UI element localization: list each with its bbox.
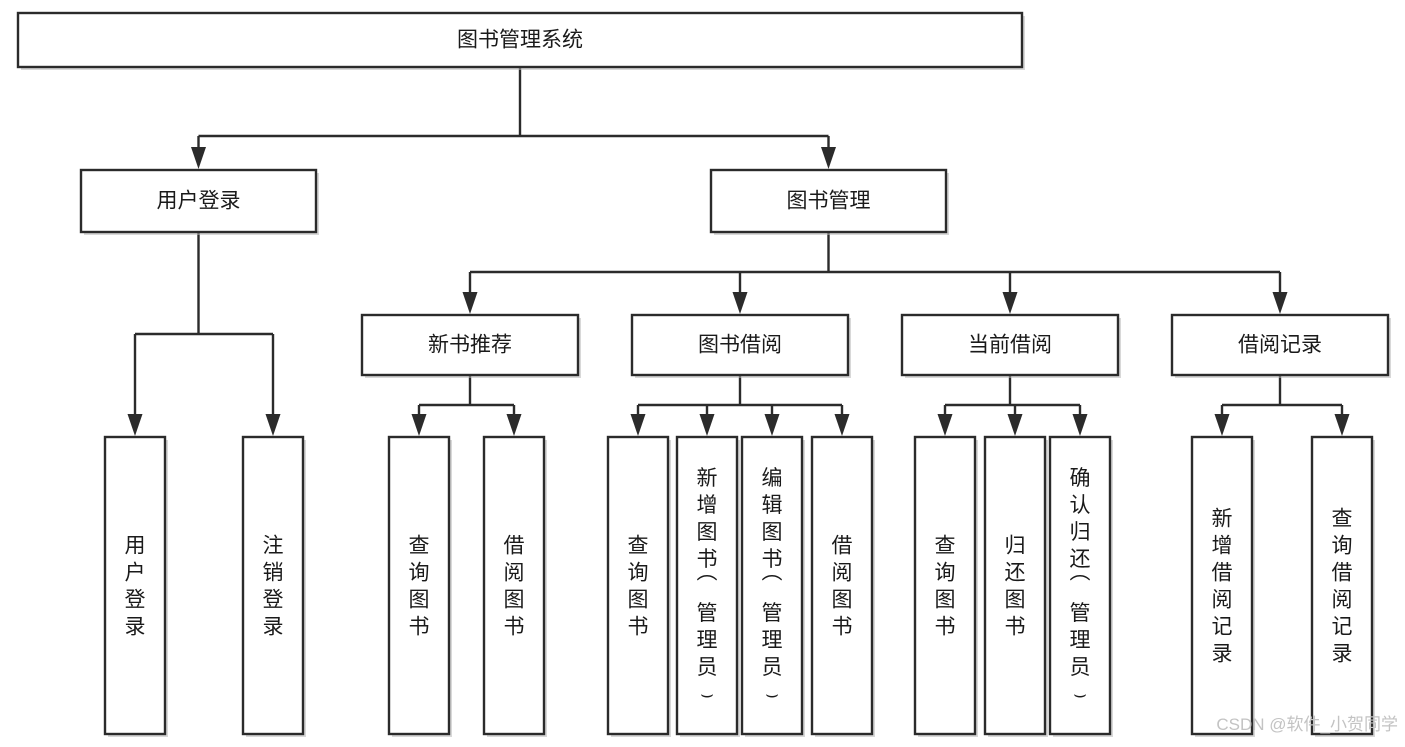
node-rect[interactable]: [387, 435, 451, 736]
arrow-head-icon: [1007, 414, 1023, 436]
arrow-head-icon: [1002, 292, 1018, 314]
arrow-head-icon: [699, 414, 715, 436]
node-root[interactable]: 图书管理系统: [16, 11, 1025, 70]
node-label: 查询图书: [409, 535, 430, 639]
arrow-head-icon: [506, 414, 522, 436]
arrow-head-icon: [1072, 414, 1088, 436]
node-label: 用户登录: [157, 190, 241, 213]
arrow-head-icon: [265, 414, 281, 436]
node-leaf-borrow-book-1[interactable]: 借阅图书: [482, 435, 547, 737]
arrow-head-icon: [1334, 414, 1350, 436]
node-leaf-query-record[interactable]: 查询借阅记录: [1310, 435, 1375, 737]
node-leaf-query-book-2[interactable]: 查询图书: [606, 435, 671, 737]
node-leaf-user-logout[interactable]: 注销登录: [241, 435, 306, 737]
node-label: 注销登录: [263, 535, 284, 639]
node-leaf-query-book-1[interactable]: 查询图书: [387, 435, 452, 737]
node-rect[interactable]: [360, 313, 580, 377]
node-label: 新书推荐: [428, 334, 512, 357]
node-label: 确认归还⌒管理员⌣: [1070, 467, 1091, 706]
arrow-head-icon: [127, 414, 143, 436]
node-borrow-record[interactable]: 借阅记录: [1170, 313, 1391, 378]
connector-group-new-book-recommend: [411, 375, 522, 436]
node-rect[interactable]: [675, 435, 739, 736]
connector-group-root: [191, 67, 836, 169]
node-leaf-add-book[interactable]: 新增图书⌒管理员⌣: [675, 435, 740, 737]
node-label: 图书借阅: [698, 334, 782, 357]
node-label: 查询图书: [628, 535, 649, 639]
node-label: 查询借阅记录: [1332, 508, 1353, 666]
node-rect[interactable]: [482, 435, 546, 736]
node-rect[interactable]: [740, 435, 804, 736]
node-rect[interactable]: [900, 313, 1120, 377]
node-label: 用户登录: [125, 535, 146, 639]
node-rect[interactable]: [79, 168, 318, 234]
node-label: 新增图书⌒管理员⌣: [697, 467, 718, 706]
node-label: 编辑图书⌒管理员⌣: [762, 467, 783, 706]
arrow-head-icon: [1214, 414, 1230, 436]
connector-group-book-manage: [462, 232, 1288, 314]
node-leaf-add-record[interactable]: 新增借阅记录: [1190, 435, 1255, 737]
connector-layer: [127, 67, 1350, 436]
node-rect[interactable]: [241, 435, 305, 736]
arrow-head-icon: [821, 147, 836, 169]
node-leaf-query-book-3[interactable]: 查询图书: [913, 435, 978, 737]
connector-group-user-login: [127, 232, 281, 436]
node-rect[interactable]: [983, 435, 1047, 736]
node-label: 借阅图书: [504, 535, 525, 639]
node-current-borrow[interactable]: 当前借阅: [900, 313, 1121, 378]
node-label: 借阅记录: [1238, 334, 1322, 357]
node-leaf-user-login[interactable]: 用户登录: [103, 435, 168, 737]
node-leaf-confirm-return[interactable]: 确认归还⌒管理员⌣: [1048, 435, 1113, 737]
node-rect[interactable]: [810, 435, 874, 736]
node-rect[interactable]: [1190, 435, 1254, 736]
node-book-manage[interactable]: 图书管理: [709, 168, 949, 235]
node-rect[interactable]: [709, 168, 948, 234]
arrow-head-icon: [411, 414, 427, 436]
node-leaf-return-book[interactable]: 归还图书: [983, 435, 1048, 737]
node-label: 图书管理: [787, 190, 871, 213]
connector-group-current-borrow: [937, 375, 1088, 436]
node-rect[interactable]: [103, 435, 167, 736]
node-label: 新增借阅记录: [1212, 508, 1233, 666]
arrow-head-icon: [732, 292, 748, 314]
arrow-head-icon: [462, 292, 478, 314]
node-rect[interactable]: [1170, 313, 1390, 377]
node-new-book-recommend[interactable]: 新书推荐: [360, 313, 581, 378]
connector-group-borrow-record: [1214, 375, 1350, 436]
node-label: 借阅图书: [832, 535, 853, 639]
connector-group-book-borrow: [630, 375, 850, 436]
csdn-watermark: CSDN @软件_小贺同学: [1216, 715, 1398, 734]
arrow-head-icon: [191, 147, 206, 169]
node-label: 图书管理系统: [457, 29, 583, 52]
node-leaf-borrow-book-2[interactable]: 借阅图书: [810, 435, 875, 737]
arrow-head-icon: [834, 414, 850, 436]
node-user-login[interactable]: 用户登录: [79, 168, 319, 235]
node-layer: 图书管理系统用户登录图书管理新书推荐图书借阅当前借阅借阅记录用户登录注销登录查询…: [16, 11, 1391, 737]
arrow-head-icon: [764, 414, 780, 436]
node-rect[interactable]: [1310, 435, 1374, 736]
node-book-borrow[interactable]: 图书借阅: [630, 313, 851, 378]
arrow-head-icon: [937, 414, 953, 436]
node-leaf-edit-book[interactable]: 编辑图书⌒管理员⌣: [740, 435, 805, 737]
node-rect[interactable]: [16, 11, 1024, 69]
arrow-head-icon: [630, 414, 646, 436]
node-label: 归还图书: [1005, 535, 1026, 639]
node-label: 查询图书: [935, 535, 956, 639]
node-rect[interactable]: [606, 435, 670, 736]
arrow-head-icon: [1272, 292, 1288, 314]
node-label: 当前借阅: [968, 334, 1052, 357]
node-rect[interactable]: [1048, 435, 1112, 736]
node-rect[interactable]: [913, 435, 977, 736]
node-rect[interactable]: [630, 313, 850, 377]
